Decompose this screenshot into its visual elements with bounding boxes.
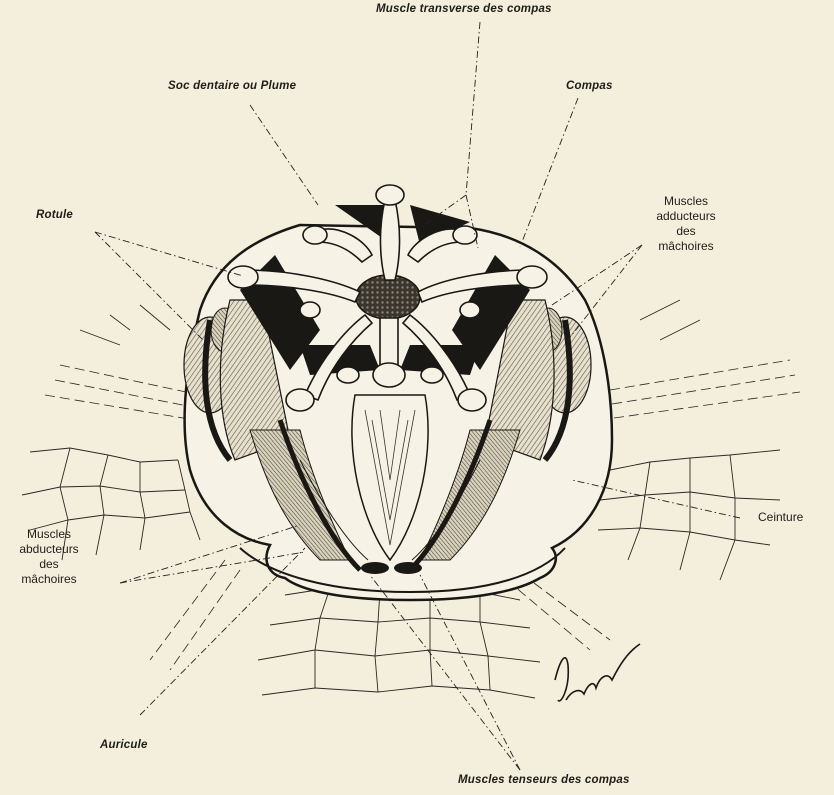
label-muscles-abducteurs: Muscles abducteurs des mâchoires [4, 527, 94, 587]
signature [555, 644, 640, 701]
label-abducteurs-line2: abducteurs [4, 542, 94, 557]
label-abducteurs-line3: des [4, 557, 94, 572]
label-compas: Compas [566, 79, 613, 94]
label-muscle-transverse: Muscle transverse des compas [376, 2, 552, 17]
label-adducteurs-line4: mâchoires [641, 239, 731, 254]
label-abducteurs-line4: mâchoires [4, 572, 94, 587]
label-rotule: Rotule [36, 208, 73, 223]
leader-soc-dentaire [250, 105, 318, 205]
label-soc-dentaire: Soc dentaire ou Plume [168, 79, 296, 94]
label-auricule: Auricule [100, 738, 148, 753]
label-muscles-tenseurs: Muscles tenseurs des compas [458, 773, 630, 788]
leader-auricule [140, 548, 305, 715]
leader-tenseurs [420, 575, 520, 770]
label-adducteurs-line1: Muscles [641, 194, 731, 209]
label-adducteurs-line2: adducteurs [641, 209, 731, 224]
label-abducteurs-line1: Muscles [4, 527, 94, 542]
label-ceinture: Ceinture [758, 510, 803, 525]
leader-compas [520, 98, 578, 247]
label-adducteurs-line3: des [641, 224, 731, 239]
leader-tenseurs-b [370, 575, 520, 770]
label-muscles-adducteurs: Muscles adducteurs des mâchoires [641, 194, 731, 254]
leader-muscle-transverse [466, 22, 480, 195]
